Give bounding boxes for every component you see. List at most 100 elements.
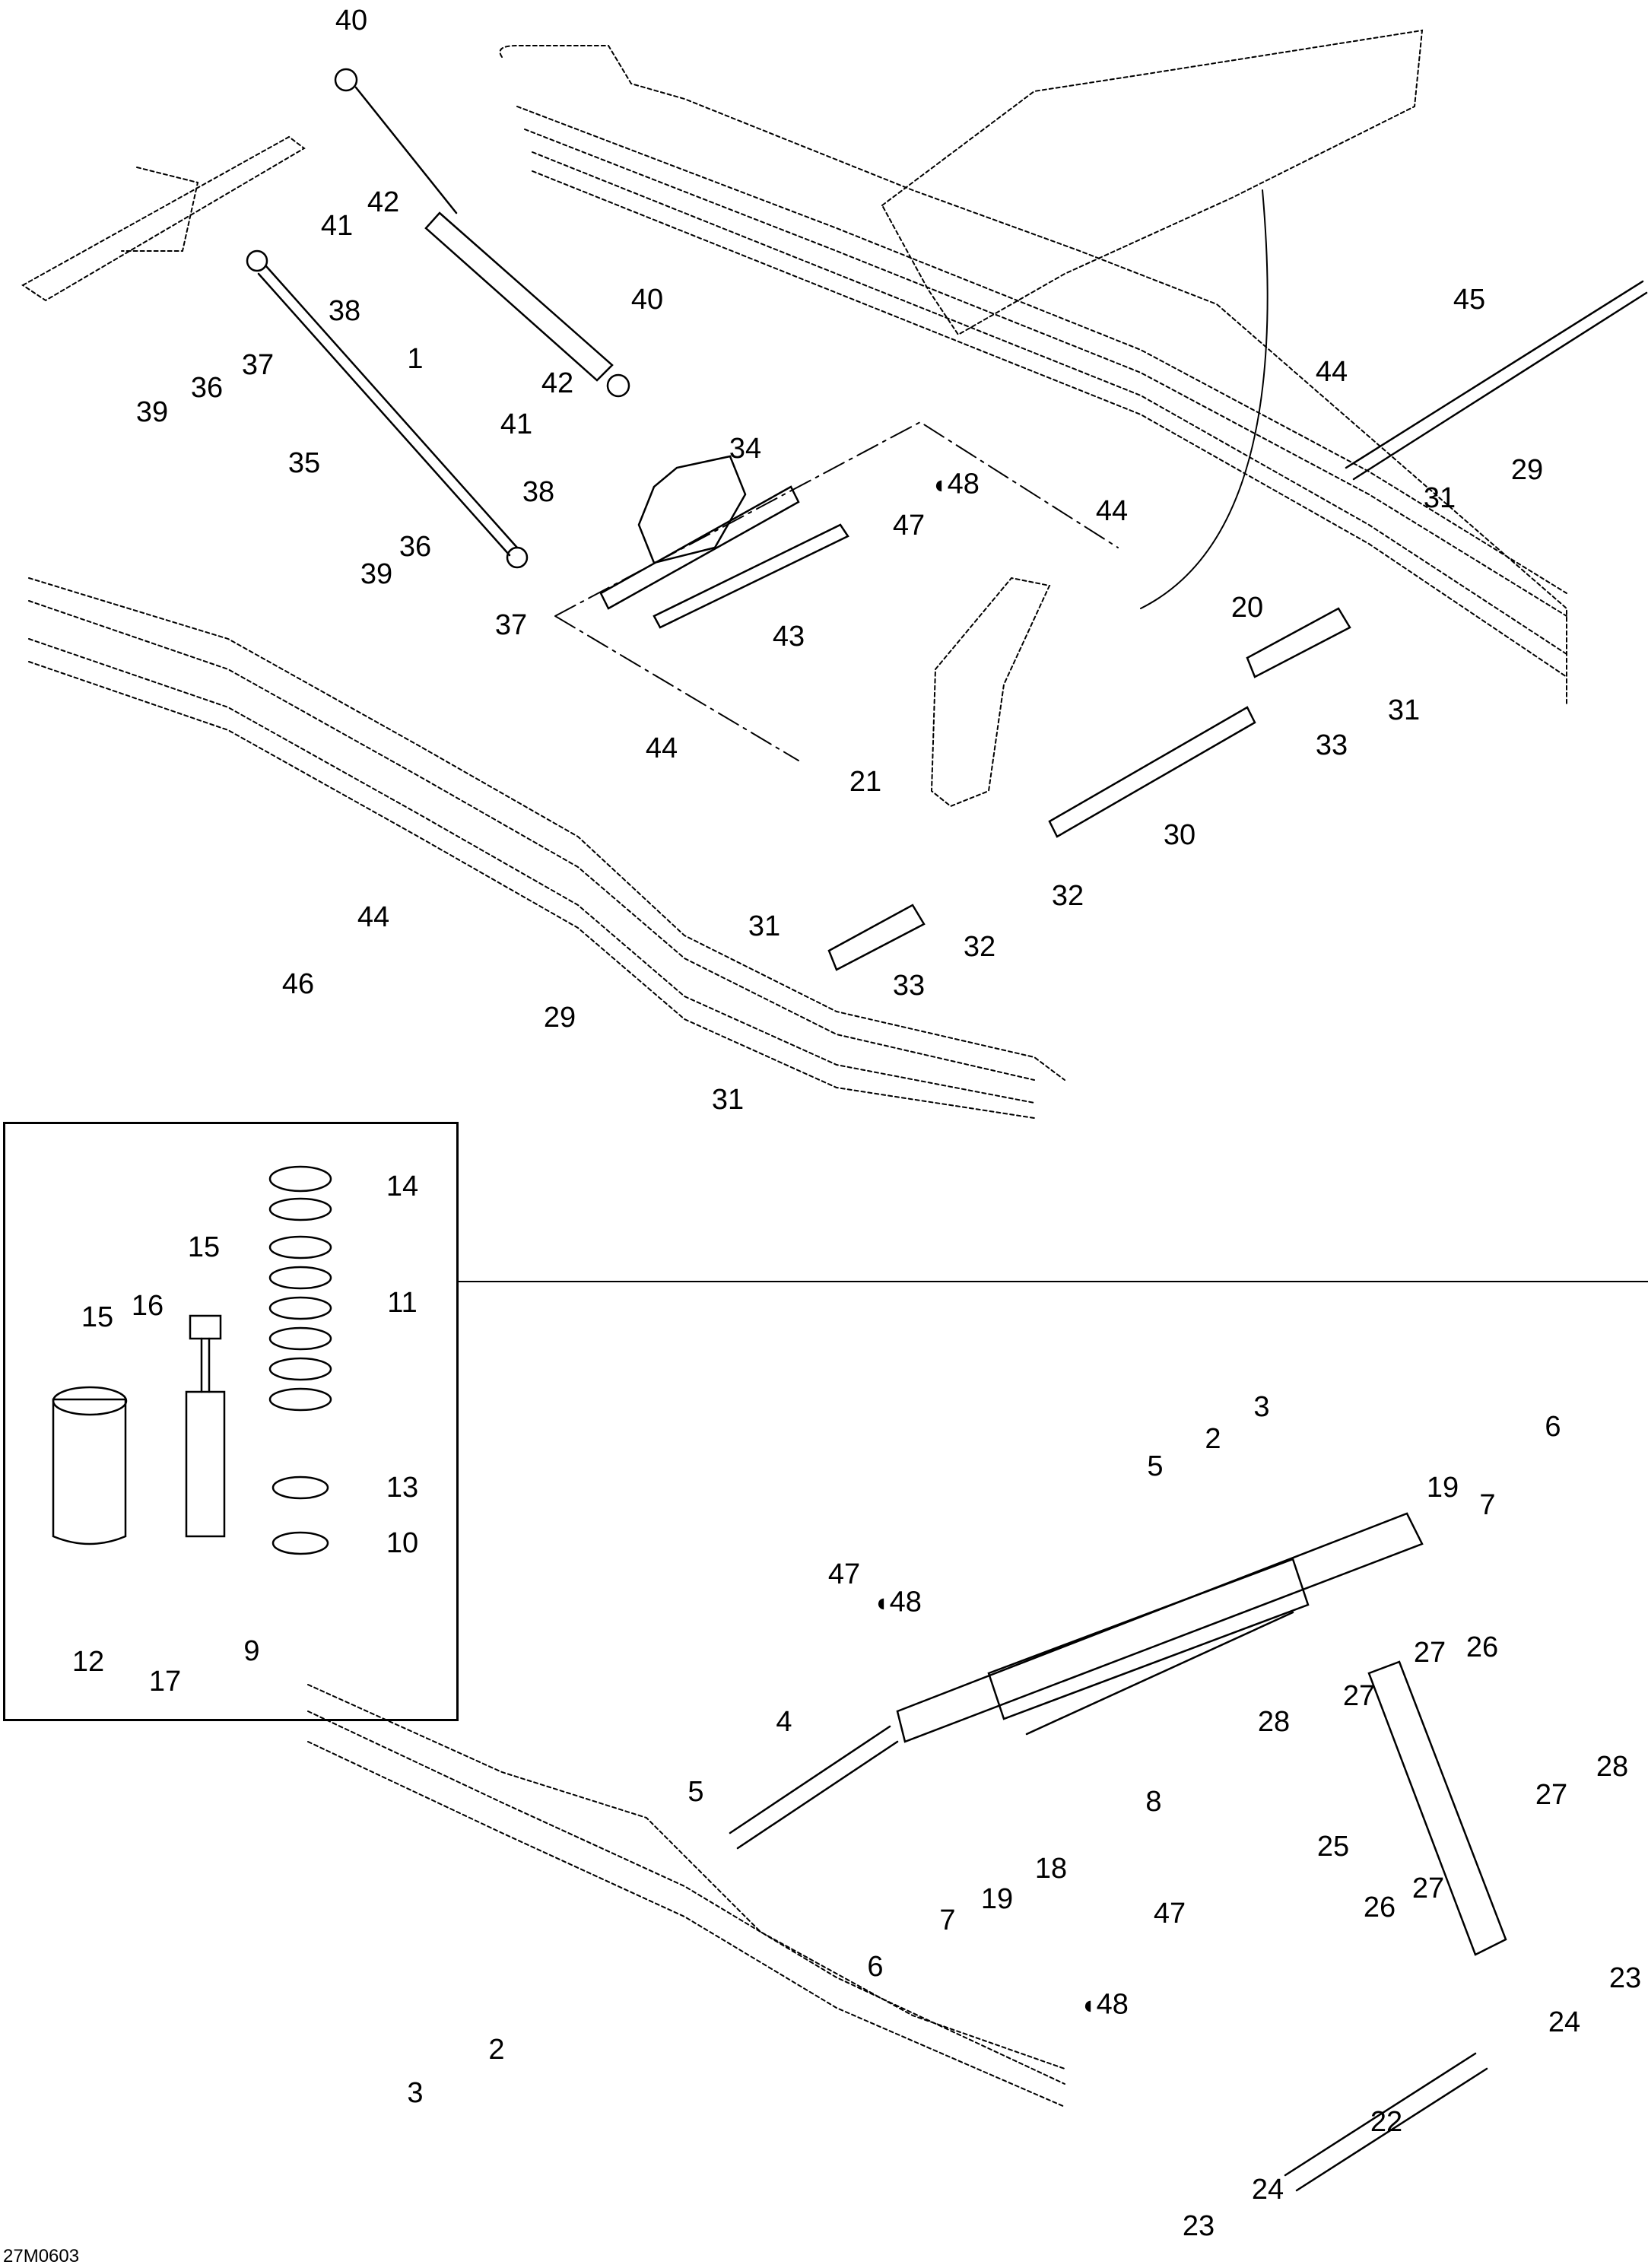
callout-number: 22 <box>1370 2106 1403 2138</box>
callout-37: 37 <box>495 611 527 640</box>
callout-number: 36 <box>190 372 224 404</box>
callout-number: 40 <box>335 5 368 37</box>
callout-number: 6 <box>867 1951 884 1983</box>
callout-6: 6 <box>867 1952 883 1981</box>
callout-number: 48 <box>889 1586 922 1618</box>
callout-number: 27 <box>1413 1637 1446 1669</box>
tube-22 <box>1284 2052 1488 2192</box>
callout-36: 36 <box>399 532 431 561</box>
callout-number: 3 <box>407 2077 424 2109</box>
callout-number: 44 <box>357 901 390 933</box>
callout-29: 29 <box>1511 456 1543 484</box>
rear-arm-phantom <box>881 29 1424 336</box>
callout-23: 23 <box>1183 2212 1215 2241</box>
callout-number: 42 <box>541 367 574 399</box>
callout-22: 22 <box>1370 2108 1402 2136</box>
shock-absorber-1 <box>334 68 630 398</box>
callout-8: 8 <box>1145 1787 1161 1816</box>
callout-number: 41 <box>500 408 533 440</box>
upper-rail <box>499 45 1567 704</box>
callout-number: 28 <box>1257 1706 1291 1738</box>
callout-19: 19 <box>1427 1473 1459 1502</box>
callout-4: 4 <box>776 1707 792 1736</box>
callout-41: 41 <box>321 211 353 240</box>
link-rod-35 <box>246 249 529 569</box>
callout-number: 12 <box>71 1646 105 1678</box>
callout-45: 45 <box>1453 285 1485 314</box>
callout-number: 17 <box>148 1666 182 1698</box>
callout-31: 31 <box>748 912 780 941</box>
callout-24: 24 <box>1252 2175 1284 2204</box>
callout-32: 32 <box>964 932 995 961</box>
callout-number: 33 <box>1315 729 1348 761</box>
callout-26: 26 <box>1466 1633 1498 1662</box>
callout-number: 24 <box>1548 2006 1581 2038</box>
callout-number: 41 <box>320 210 354 242</box>
callout-18: 18 <box>1035 1854 1067 1883</box>
callout-42: 42 <box>541 369 573 398</box>
bracket-34 <box>599 455 849 629</box>
callout-5: 5 <box>687 1777 703 1806</box>
callout-number: 39 <box>360 558 393 590</box>
callout-number: 19 <box>1426 1472 1459 1504</box>
callout-7: 7 <box>1479 1491 1495 1520</box>
tube-4 <box>729 1725 899 1850</box>
link-arm-25 <box>1367 1660 1507 1956</box>
callout-2: 2 <box>488 2035 504 2064</box>
callout-number: 27 <box>1411 1873 1445 1904</box>
callout-28: 28 <box>1596 1752 1628 1781</box>
rear-swing-arm-8 <box>896 1512 1424 1743</box>
callout-25: 25 <box>1317 1832 1349 1861</box>
callout-40: 40 <box>631 285 663 314</box>
inset-boot-12 <box>52 1386 128 1545</box>
axle-tubes <box>827 280 1648 971</box>
callout-33: 33 <box>893 971 925 1000</box>
callout-26: 26 <box>1364 1893 1396 1922</box>
lower-rail <box>28 577 1065 1119</box>
callout-3: 3 <box>407 2079 423 2108</box>
callout-number: 45 <box>1453 284 1486 316</box>
callout-number: 10 <box>386 1527 419 1559</box>
callout-number: 37 <box>494 609 528 641</box>
bottom-rail <box>307 1684 1065 2108</box>
callout-number: 38 <box>328 295 361 327</box>
callout-46: 46 <box>282 970 314 999</box>
callout-31: 31 <box>712 1085 744 1114</box>
callout-number: 5 <box>687 1776 704 1808</box>
callout-33: 33 <box>1316 731 1348 760</box>
callout-48: ◖48 <box>931 470 980 500</box>
callout-number: 39 <box>135 396 169 428</box>
callout-41: 41 <box>500 410 532 439</box>
drawing-code: 27M0603 <box>3 2246 80 2266</box>
callout-38: 38 <box>329 297 360 326</box>
callout-number: 1 <box>407 343 424 375</box>
callout-number: 31 <box>711 1084 745 1116</box>
callout-number: 44 <box>1315 356 1348 388</box>
callout-23: 23 <box>1609 1964 1641 1993</box>
callout-44: 44 <box>357 903 389 932</box>
callout-27: 27 <box>1535 1780 1567 1809</box>
callout-number: 7 <box>1479 1489 1496 1521</box>
callout-number: 30 <box>1163 819 1196 851</box>
callout-number: 2 <box>488 2034 505 2066</box>
callout-39: 39 <box>360 560 392 589</box>
callout-number: 42 <box>367 186 400 218</box>
callout-number: 29 <box>543 1002 576 1034</box>
callout-48: ◖48 <box>873 1588 922 1618</box>
callout-number: 16 <box>131 1290 164 1322</box>
callout-44: 44 <box>1316 357 1348 386</box>
spring-shock-inset-frame <box>3 1122 459 1721</box>
rear-shock-phantom <box>930 577 1051 808</box>
arrow-curve-top <box>1140 189 1269 609</box>
callout-14: 14 <box>386 1172 418 1201</box>
callout-number: 27 <box>1535 1779 1568 1811</box>
callout-number: 48 <box>947 468 980 500</box>
callout-number: 43 <box>772 621 805 653</box>
callout-number: 26 <box>1363 1892 1396 1923</box>
callout-11: 11 <box>387 1288 417 1317</box>
callout-number: 31 <box>1387 694 1421 726</box>
callout-number: 37 <box>241 349 275 381</box>
callout-number: 15 <box>81 1301 114 1333</box>
callout-number: 32 <box>1051 880 1084 912</box>
